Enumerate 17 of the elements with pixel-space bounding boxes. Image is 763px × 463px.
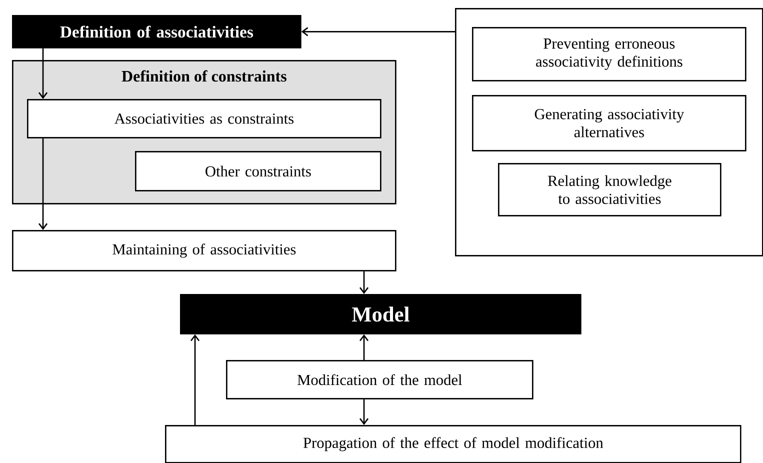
arrow xyxy=(190,334,200,425)
title-bar: Definition of associativities xyxy=(12,15,302,48)
process-box: Modification of the model xyxy=(226,360,534,400)
model-bar: Model xyxy=(180,294,582,334)
process-box: Associativities as constraints xyxy=(27,99,382,138)
process-box: Propagation of the effect of model modification xyxy=(165,424,742,463)
process-box: Maintaining of associativities xyxy=(12,230,396,272)
arrow xyxy=(301,27,455,36)
process-box: Preventing erroneous associativity definitions xyxy=(472,27,746,82)
process-box: Generating associativity alternatives xyxy=(472,95,746,152)
process-box: Relating knowledge to associativities xyxy=(498,163,722,216)
arrow xyxy=(38,138,48,230)
arrow xyxy=(359,399,369,425)
arrow xyxy=(359,271,369,294)
arrow xyxy=(359,334,369,360)
process-box: Other constraints xyxy=(135,151,382,192)
arrow xyxy=(38,48,48,99)
